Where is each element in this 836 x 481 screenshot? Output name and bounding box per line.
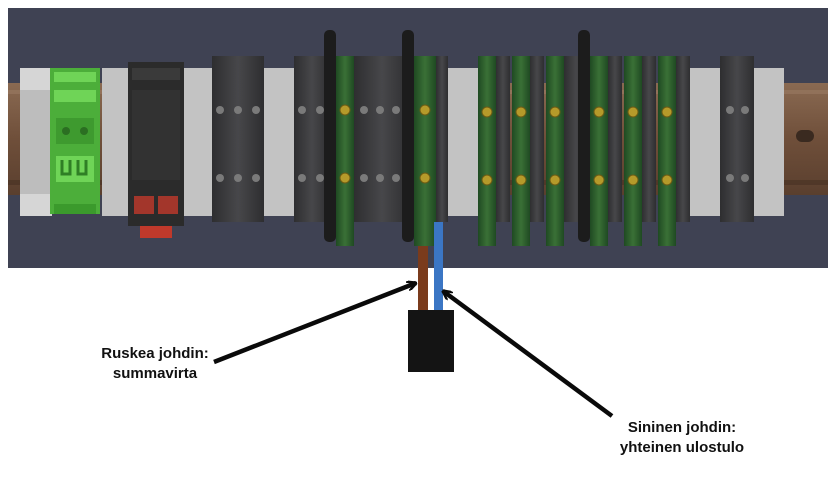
arrow-to-brown-wire [213,283,416,365]
green-terminals-group-2 [478,56,690,246]
blue-wire-label-line2: yhteinen ulostulo [619,439,745,456]
arrow-to-blue-wire [443,291,614,418]
brown-wire-label: Ruskea johdin: summavirta [60,344,250,384]
jumper-bars [324,30,590,242]
grey-end-plate-middle [448,68,478,216]
relay-module [102,62,212,238]
brown-wire [418,246,428,312]
grey-terminals-group-1 [212,56,330,222]
brown-wire-label-line2: summavirta [112,365,198,382]
end-stop-right [690,56,784,222]
brown-wire-label-line1: Ruskea johdin: [101,345,209,362]
green-terminals-group-1 [336,56,448,246]
blue-wire-label: Sininen johdin: yhteinen ulostulo [582,418,782,458]
cable-jacket [408,310,454,372]
end-stop-left [20,68,52,216]
green-module [50,68,100,214]
blue-wire-label-line1: Sininen johdin: [627,419,737,436]
blue-wire [434,222,443,312]
